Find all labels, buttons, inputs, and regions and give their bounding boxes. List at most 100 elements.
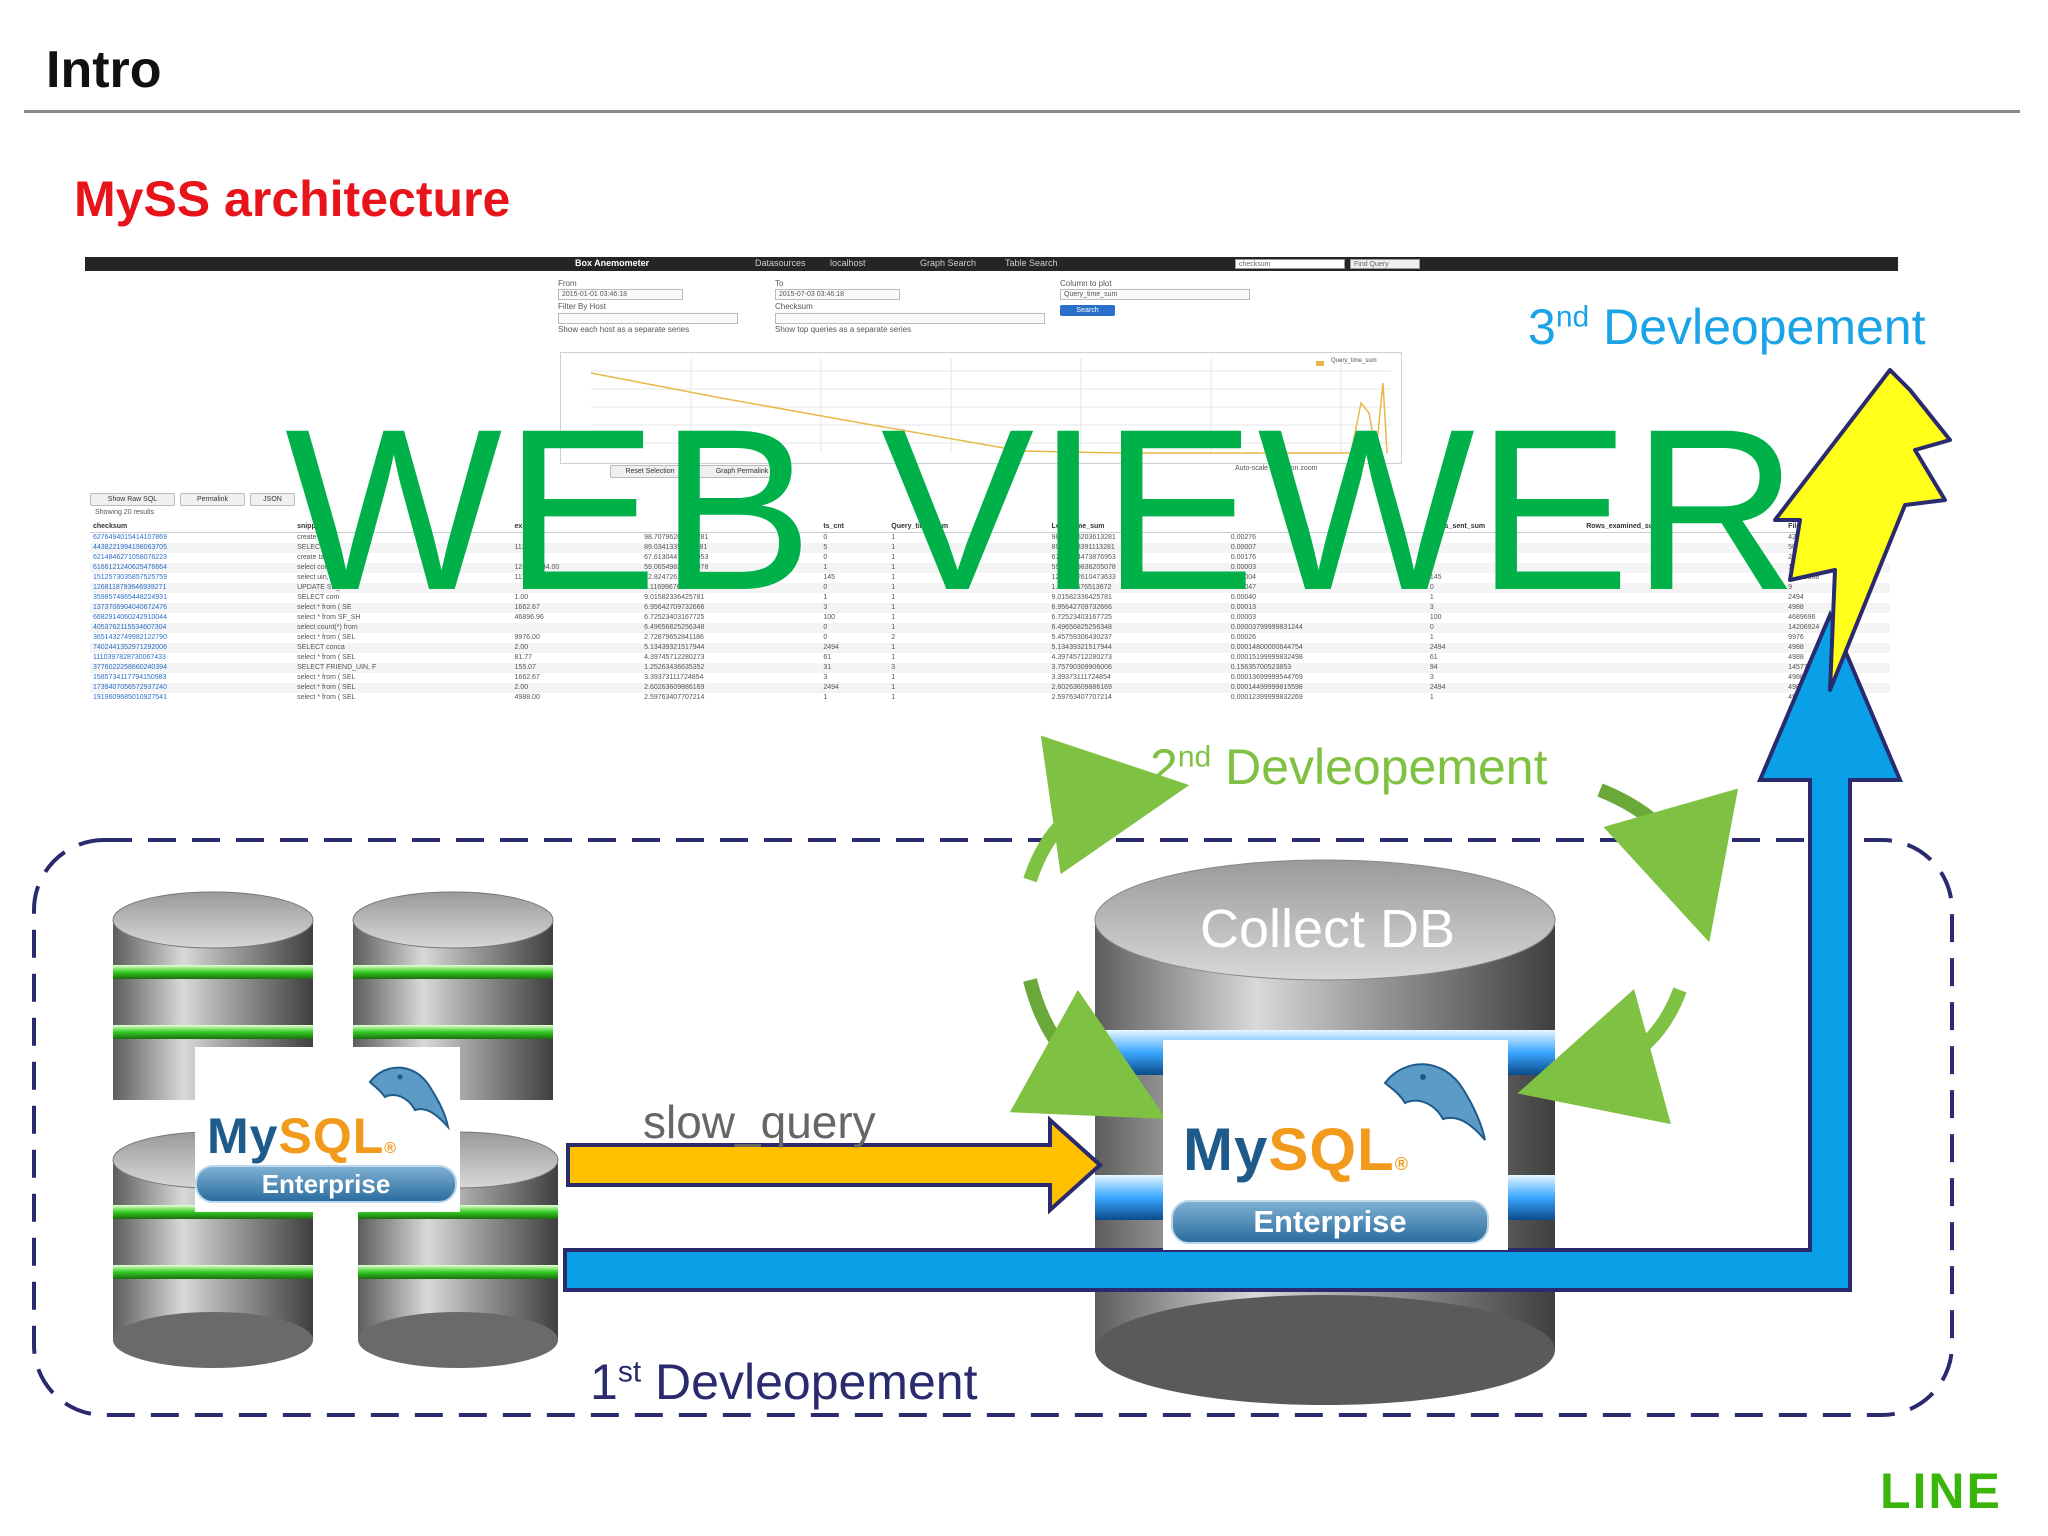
checksum-link[interactable]: 1585734117794150983 [93, 674, 167, 681]
checksum-link[interactable]: 3776022258660240394 [90, 663, 295, 673]
checksum-link[interactable]: 6214846271058076223 [93, 554, 167, 561]
table-cell: 0 [1426, 583, 1584, 593]
checksum-link[interactable]: 6682914060242910044 [93, 614, 167, 621]
dolphin-icon [1383, 1063, 1486, 1141]
table-cell: select * from ( SEL [297, 634, 356, 641]
table-cell: 0.00040 [1230, 594, 1257, 601]
search-button[interactable]: Search [1060, 305, 1115, 316]
table-header[interactable]: Query_time_sum [888, 522, 1049, 533]
table-cell [1583, 603, 1786, 613]
checksum-link[interactable]: 4438221994198063705 [90, 543, 295, 553]
table-cell: 0.00007 [1227, 543, 1427, 553]
table-cell: 1.11699676513672 [641, 583, 821, 593]
table-cell: 2.60263609886169 [641, 683, 821, 693]
to-date-input[interactable]: 2015-07-03 03:46:18 [775, 289, 900, 300]
table-header[interactable]: Rows_examined_sum [1583, 522, 1786, 533]
checksum-link[interactable]: 6166121240625476664 [90, 563, 295, 573]
dashed-boundary [32, 838, 1954, 1417]
table-cell: 100 [1429, 614, 1442, 621]
table-cell: UPDATE SF_C [294, 583, 512, 593]
checksum-link[interactable]: 1268118793646939271 [90, 583, 295, 593]
table-cell: 1 [891, 654, 896, 661]
checksum-link[interactable]: 3598574865448224931 [93, 594, 167, 601]
table-cell: 1 [823, 694, 828, 701]
table-header[interactable]: Lock_time_sum [1048, 522, 1228, 533]
query-search-input[interactable]: checksum [1235, 259, 1345, 269]
table-cell: 0 [823, 634, 828, 641]
checksum-link[interactable]: 1919609685010927541 [93, 694, 167, 701]
checksum-link[interactable]: 6276494015414107869 [93, 534, 167, 541]
table-cell: 9.01582336425781 [644, 594, 705, 601]
graph-permalink-button[interactable]: Graph Permalink [697, 465, 787, 478]
mysql-enterprise-logo-left: MySQL® Enterprise [195, 1047, 460, 1212]
table-cell: 100 [823, 614, 836, 621]
table-cell: 4988 [1788, 654, 1804, 661]
nav-localhost[interactable]: localhost [830, 258, 866, 268]
permalink-button[interactable]: Permalink [180, 493, 245, 506]
checksum-link[interactable]: 1512573035857525759 [93, 574, 167, 581]
from-date-input[interactable]: 2015-01-01 03:46:18 [558, 289, 683, 300]
table-cell: 5.13439321517944 [1048, 643, 1228, 653]
table-header[interactable]: checksum [90, 522, 295, 533]
query-time-chart[interactable]: Query_time_sum [560, 352, 1402, 464]
show-top-checkbox[interactable]: Show top queries as a separate series [775, 325, 912, 334]
table-cell: 4988 [1788, 674, 1804, 681]
nav-datasources[interactable]: Datasources [755, 258, 806, 268]
table-cell: 2.00 [511, 683, 642, 693]
table-header[interactable] [1227, 522, 1427, 533]
table-cell: 0.00026 [1230, 634, 1257, 641]
checksum-link[interactable]: 1373706904040672476 [90, 603, 295, 613]
table-cell: 81.77 [514, 654, 533, 661]
cycle-arrow-top-left [1023, 735, 1190, 883]
autoscale-checkbox[interactable]: Auto-scale Y-axis on zoom [1235, 465, 1318, 472]
column-plot-select[interactable]: Query_time_sum [1060, 289, 1250, 300]
column-plot-label: Column to plot [1060, 279, 1112, 288]
table-cell: select uin, slot [297, 574, 342, 581]
table-cell: 4689696 [1788, 614, 1816, 621]
table-header[interactable]: ts_cnt [820, 522, 889, 533]
reset-selection-button[interactable]: Reset Selection [610, 465, 690, 478]
web-viewer-overlay: WEB VIEWER [285, 381, 1801, 638]
table-cell: 0 [1429, 554, 1434, 561]
json-button[interactable]: JSON [250, 493, 295, 506]
lightning-icon [1773, 368, 1952, 692]
nav-graph-search[interactable]: Graph Search [920, 258, 977, 268]
table-cell: 1.25263436635352 [641, 663, 821, 673]
checksum-input[interactable] [775, 313, 1045, 324]
table-cell: 61 [823, 654, 832, 661]
nav-table-search[interactable]: Table Search [1005, 258, 1058, 268]
checksum-link[interactable]: 4053762115534607304 [90, 623, 295, 633]
table-cell: 0.15635700523853 [1227, 663, 1427, 673]
table-cell: 0.00013699999544769 [1230, 674, 1303, 681]
second-development-label: 2nd Devleopement [1150, 739, 1548, 795]
table-cell: 1 [891, 674, 896, 681]
checksum-link[interactable]: 1739407056572937240 [90, 683, 295, 693]
app-name: Box Anemometer [575, 258, 650, 268]
checksum-link[interactable]: 3651432749982122790 [93, 634, 167, 641]
show-raw-sql-button[interactable]: Show Raw SQL [90, 493, 175, 506]
filter-host-input[interactable] [558, 313, 738, 324]
table-header[interactable] [641, 522, 821, 533]
find-query-button[interactable]: Find Query [1350, 259, 1420, 269]
table-cell: 4988.00 [514, 694, 540, 701]
table-cell: 12.82472610473633 [644, 574, 709, 581]
dolphin-icon [368, 1066, 450, 1131]
table-header[interactable]: snippet [294, 522, 512, 533]
table-cell: 1 [888, 583, 1049, 593]
cycle-arrow-bottom-right [1517, 987, 1687, 1125]
table-header[interactable]: ex_ratio [511, 522, 642, 533]
table-cell: 1 [888, 623, 1049, 633]
show-host-checkbox[interactable]: Show each host as a separate series [558, 325, 690, 334]
table-cell [511, 623, 642, 633]
query-time-chart-svg [590, 358, 1391, 454]
table-cell: 2.60263609886169 [1048, 683, 1228, 693]
checksum-link[interactable]: 1110397828730067433 [93, 654, 166, 661]
table-header[interactable]: Rows_sent_sum [1426, 522, 1584, 533]
table-cell: select * from SF_SH [297, 614, 361, 621]
checksum-link[interactable]: 7402441352971292006 [90, 643, 295, 653]
table-cell: 89.03413391113281 [1048, 543, 1228, 553]
table-cell: 1.11699676513672 [1048, 583, 1228, 593]
